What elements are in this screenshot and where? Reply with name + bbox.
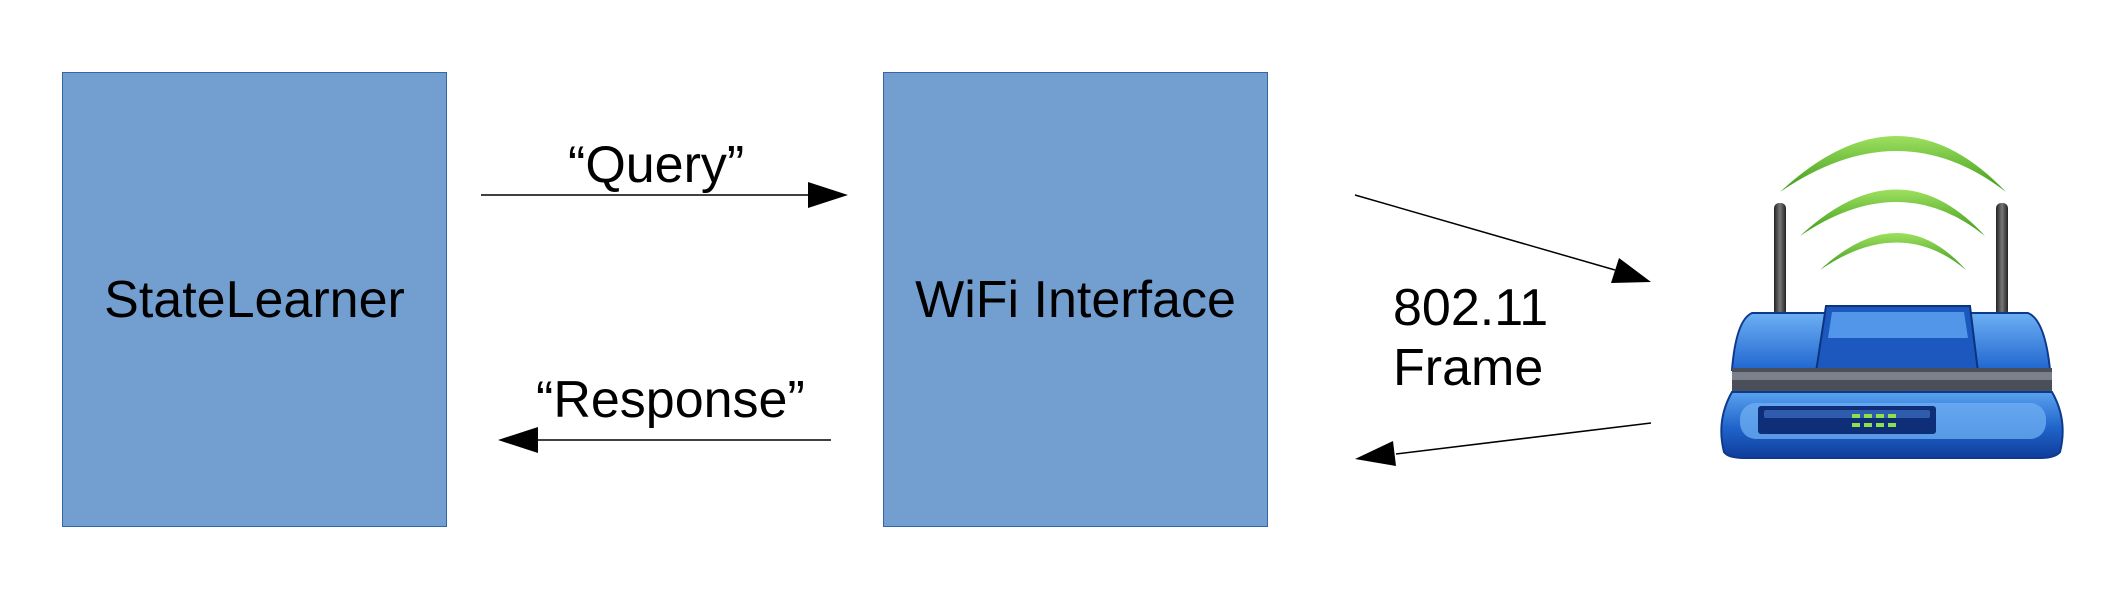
signal-wave-middle	[1800, 189, 1985, 236]
router-leds	[1852, 414, 1896, 427]
response-arrow	[498, 427, 831, 453]
wifi-interface-label: WiFi Interface	[915, 270, 1236, 329]
query-arrow	[481, 182, 848, 208]
statelearner-label: StateLearner	[104, 270, 405, 329]
frame-label-line1: 802.11	[1393, 279, 1549, 337]
statelearner-box: StateLearner	[62, 72, 447, 527]
signal-wave-outer	[1780, 136, 2006, 192]
wireless-router-icon	[1720, 136, 2064, 459]
wifi-interface-box: WiFi Interface	[883, 72, 1268, 527]
signal-wave-inner	[1820, 233, 1966, 270]
query-label: “Query”	[568, 136, 745, 194]
antenna-left	[1774, 203, 1786, 316]
frame-out-arrow	[1354, 194, 1651, 283]
frame-in-arrow	[1355, 422, 1652, 466]
antenna-right	[1996, 203, 2008, 316]
frame-label-line2: Frame	[1393, 339, 1544, 397]
response-label: “Response”	[536, 371, 805, 429]
frame-label: 802.11 Frame	[1393, 278, 1548, 398]
